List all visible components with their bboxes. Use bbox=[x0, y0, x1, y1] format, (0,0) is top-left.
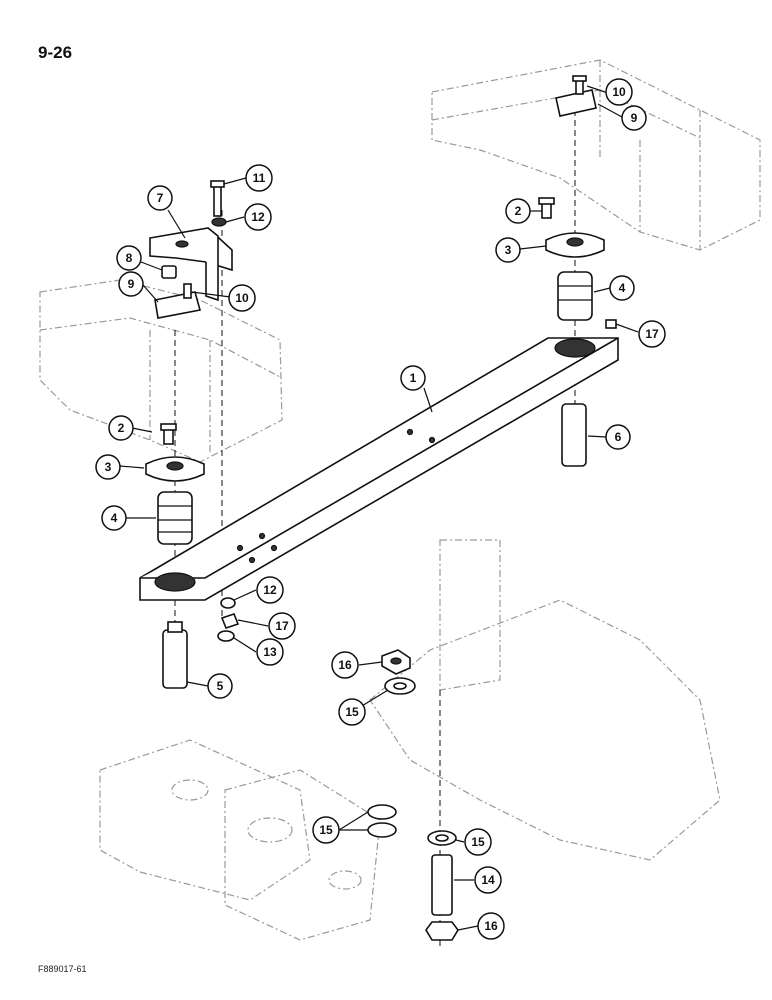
callout-15-left: 15 bbox=[312, 816, 340, 844]
ghost-frame-left bbox=[39, 279, 283, 463]
callout-9-right: 9 bbox=[621, 105, 647, 131]
right-bushing-assembly bbox=[538, 197, 617, 467]
svg-text:9: 9 bbox=[128, 277, 135, 291]
svg-text:12: 12 bbox=[263, 583, 277, 597]
ghost-frame-bottom bbox=[99, 539, 721, 941]
callout-3-left: 3 bbox=[95, 454, 121, 480]
upper-left-bracket-assembly bbox=[149, 180, 233, 319]
svg-text:16: 16 bbox=[484, 919, 498, 933]
leader-lines bbox=[119, 85, 639, 931]
svg-text:10: 10 bbox=[612, 85, 626, 99]
svg-text:17: 17 bbox=[275, 619, 289, 633]
callout-4-right: 4 bbox=[609, 275, 635, 301]
callout-12-upper: 12 bbox=[244, 203, 272, 231]
svg-text:4: 4 bbox=[111, 511, 118, 525]
svg-text:5: 5 bbox=[217, 679, 224, 693]
svg-text:16: 16 bbox=[338, 658, 352, 672]
callout-3-right: 3 bbox=[495, 237, 521, 263]
pivot-hardware bbox=[367, 649, 459, 941]
callout-2-right: 2 bbox=[505, 198, 531, 224]
callout-12-lower: 12 bbox=[256, 576, 284, 604]
svg-text:1: 1 bbox=[410, 371, 417, 385]
callout-4-left: 4 bbox=[101, 505, 127, 531]
callout-8: 8 bbox=[116, 245, 142, 271]
svg-text:3: 3 bbox=[105, 460, 112, 474]
svg-text:15: 15 bbox=[345, 705, 359, 719]
svg-text:2: 2 bbox=[515, 204, 522, 218]
svg-text:15: 15 bbox=[319, 823, 333, 837]
axle-beam bbox=[139, 337, 619, 601]
svg-text:9: 9 bbox=[631, 111, 638, 125]
callout-5: 5 bbox=[207, 673, 233, 699]
svg-text:17: 17 bbox=[645, 327, 659, 341]
svg-text:11: 11 bbox=[253, 171, 266, 185]
figure-code: F889017-61 bbox=[38, 964, 87, 974]
left-end-fasteners bbox=[217, 597, 240, 642]
callout-7: 7 bbox=[147, 185, 173, 211]
callout-13: 13 bbox=[256, 638, 284, 666]
callout-11: 11 bbox=[245, 164, 273, 192]
svg-text:2: 2 bbox=[118, 421, 125, 435]
svg-text:3: 3 bbox=[505, 243, 512, 257]
callout-10-right: 10 bbox=[605, 78, 633, 106]
svg-text:15: 15 bbox=[471, 835, 485, 849]
left-bushing-assembly bbox=[145, 423, 205, 689]
upper-right-plate-assembly bbox=[555, 75, 597, 117]
svg-text:7: 7 bbox=[157, 191, 164, 205]
svg-text:8: 8 bbox=[126, 251, 133, 265]
svg-text:13: 13 bbox=[263, 645, 277, 659]
callout-17-left: 17 bbox=[268, 612, 296, 640]
callout-15-upper: 15 bbox=[338, 698, 366, 726]
callout-17-right: 17 bbox=[638, 320, 666, 348]
callout-16-lower: 16 bbox=[477, 912, 505, 940]
callout-6: 6 bbox=[605, 424, 631, 450]
callout-16-upper: 16 bbox=[331, 651, 359, 679]
svg-text:10: 10 bbox=[235, 291, 249, 305]
svg-text:12: 12 bbox=[251, 210, 265, 224]
page-number: 9-26 bbox=[38, 43, 72, 62]
svg-text:14: 14 bbox=[481, 873, 495, 887]
svg-text:6: 6 bbox=[615, 430, 622, 444]
callout-1: 1 bbox=[400, 365, 426, 391]
callout-9-left: 9 bbox=[118, 271, 144, 297]
callout-14: 14 bbox=[474, 866, 502, 894]
callout-10-left: 10 bbox=[228, 284, 256, 312]
callout-15-right: 15 bbox=[464, 828, 492, 856]
svg-text:4: 4 bbox=[619, 281, 626, 295]
callout-2-left: 2 bbox=[108, 415, 134, 441]
